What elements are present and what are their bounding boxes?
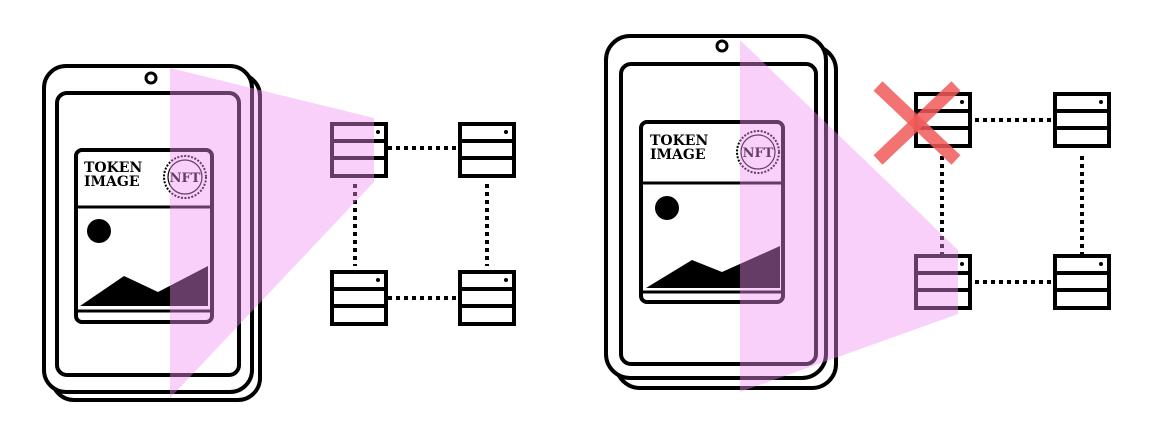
server-network [914,92,1111,310]
token-title-line2: IMAGE [650,147,706,163]
token-title-line1: TOKEN [650,133,708,149]
cross-icon [873,81,961,165]
server-rack-icon [330,270,388,326]
stamp-seal-icon: NFT [163,155,207,199]
server-rack-icon [1053,254,1111,310]
sun-icon [87,219,111,243]
token-title-line2: IMAGE [84,174,140,190]
sun-icon [655,196,679,220]
mountain-icon [646,246,780,288]
token-card: TOKEN IMAGE NFT [74,148,214,324]
camera-icon [144,71,158,85]
token-card: TOKEN IMAGE NFT [639,120,785,304]
server-network [330,122,516,326]
panel-left: TOKEN IMAGE NFT [42,64,516,402]
camera-icon [715,39,729,53]
mountain-icon [80,266,208,306]
token-title-line1: TOKEN [84,160,142,176]
seal-label: NFT [743,146,774,161]
server-rack-icon [458,270,516,326]
seal-label: NFT [170,171,201,186]
stamp-seal-icon: NFT [736,130,780,174]
link-beam [740,40,958,392]
link-beam [170,68,374,398]
server-rack-icon [1053,92,1111,148]
panel-right: TOKEN IMAGE NFT [604,34,1111,392]
server-rack-icon [458,122,516,178]
